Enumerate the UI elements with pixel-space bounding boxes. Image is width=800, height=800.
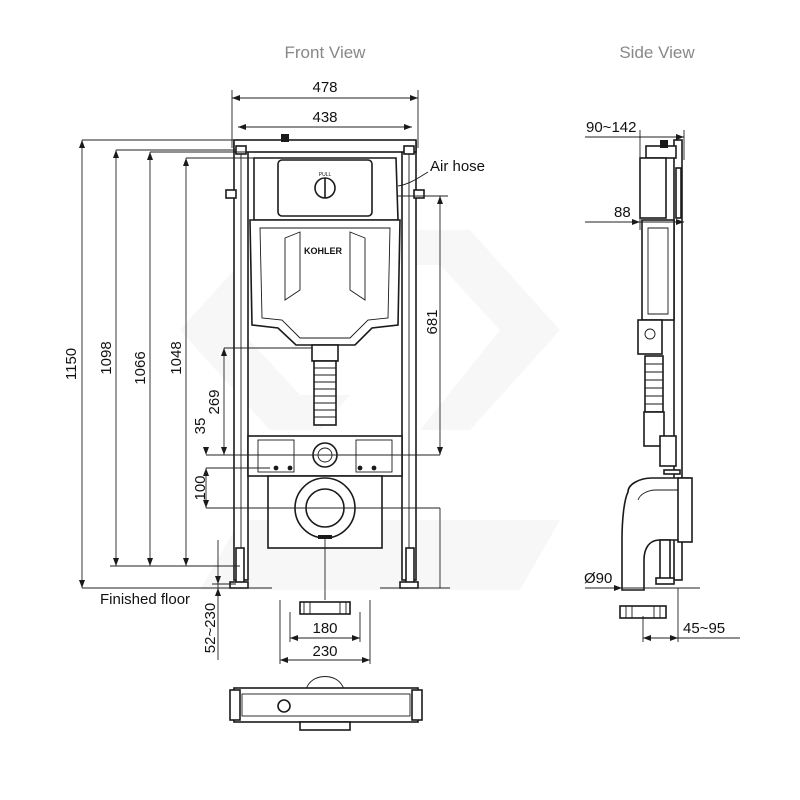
dim-438-label: 438	[312, 109, 337, 126]
dim-180-label: 180	[312, 620, 337, 637]
front-view-title: Front View	[285, 43, 367, 62]
dim-1066-label: 1066	[132, 351, 149, 384]
flush-pipe-corrugated	[313, 360, 337, 426]
dim-230-label: 230	[312, 643, 337, 660]
finished-floor-label: Finished floor	[100, 591, 190, 608]
flush-button-text: PULL	[319, 172, 332, 178]
air-hose-label: Air hose	[430, 158, 485, 175]
dim-45-95-label: 45~95	[683, 620, 725, 637]
dim-35-label: 35	[192, 418, 209, 435]
dim-52-230-label: 52~230	[202, 603, 219, 653]
top-view	[229, 676, 423, 731]
side-view: 90~142 88	[584, 119, 740, 642]
dim-dia-90-label: Ø90	[584, 570, 612, 587]
dim-269-label: 269	[206, 389, 223, 414]
dim-100-label: 100	[192, 475, 209, 500]
dim-1048-label: 1048	[168, 341, 185, 374]
dim-1098-label: 1098	[98, 341, 115, 374]
brand-logo-text: KOHLER	[304, 246, 343, 256]
dim-1150-label: 1150	[63, 348, 80, 380]
dim-90-142-label: 90~142	[586, 119, 636, 136]
side-view-title: Side View	[619, 43, 695, 62]
dim-681-label: 681	[424, 309, 441, 334]
front-view: 478 438 PULL KOHLER Air hose	[63, 79, 485, 664]
dim-478-label: 478	[312, 79, 337, 96]
dim-88-label: 88	[614, 204, 631, 221]
